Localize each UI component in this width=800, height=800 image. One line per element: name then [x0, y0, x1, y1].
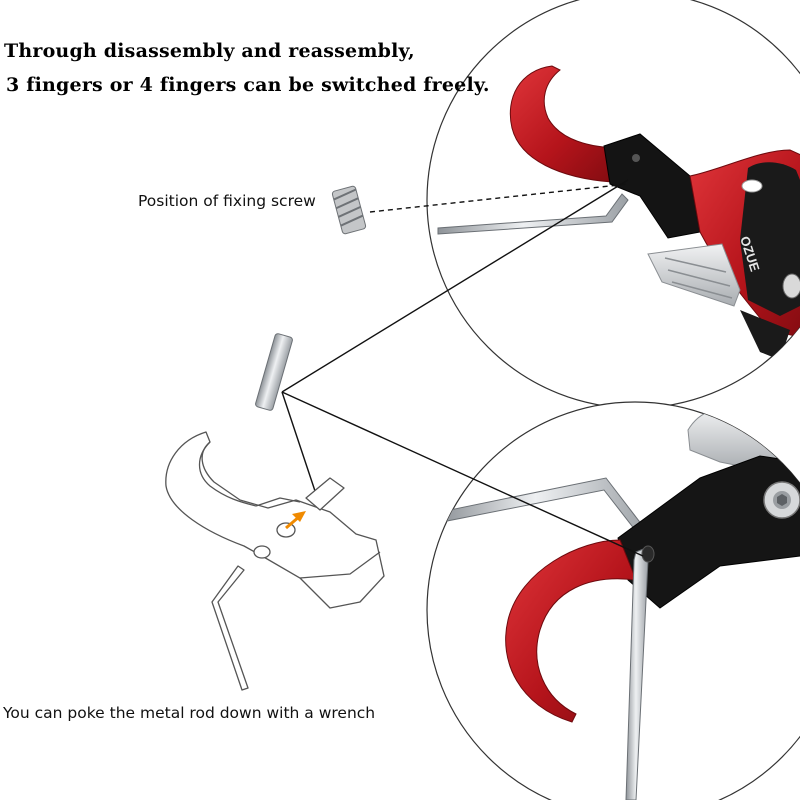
headline-line-1: Through disassembly and reassembly,: [4, 40, 415, 62]
pin-outline: [305, 477, 345, 511]
headline-line-2: 3 fingers or 4 fingers can be switched f…: [6, 74, 490, 96]
set-screw-icon: [331, 185, 367, 235]
bottom-zoom-circle: [426, 401, 800, 800]
hex-wrench: [437, 193, 629, 235]
red-finger-hook-close: [505, 539, 637, 723]
wrench-outline: [211, 565, 249, 691]
insert-arrow-icon: [285, 511, 306, 530]
hex-screw: [763, 481, 800, 519]
metal-pin-rod: [255, 333, 293, 411]
line-art-trigger: [165, 431, 385, 691]
top-zoom-circle: OZUE: [426, 0, 800, 409]
rod-hint-label: You can poke the metal rod down with a w…: [3, 704, 376, 722]
connector-lines: [281, 179, 644, 557]
fixing-screw-label: Position of fixing screw: [138, 192, 316, 210]
silver-grip-block: [647, 243, 741, 307]
screw-leader-line: [369, 183, 629, 213]
